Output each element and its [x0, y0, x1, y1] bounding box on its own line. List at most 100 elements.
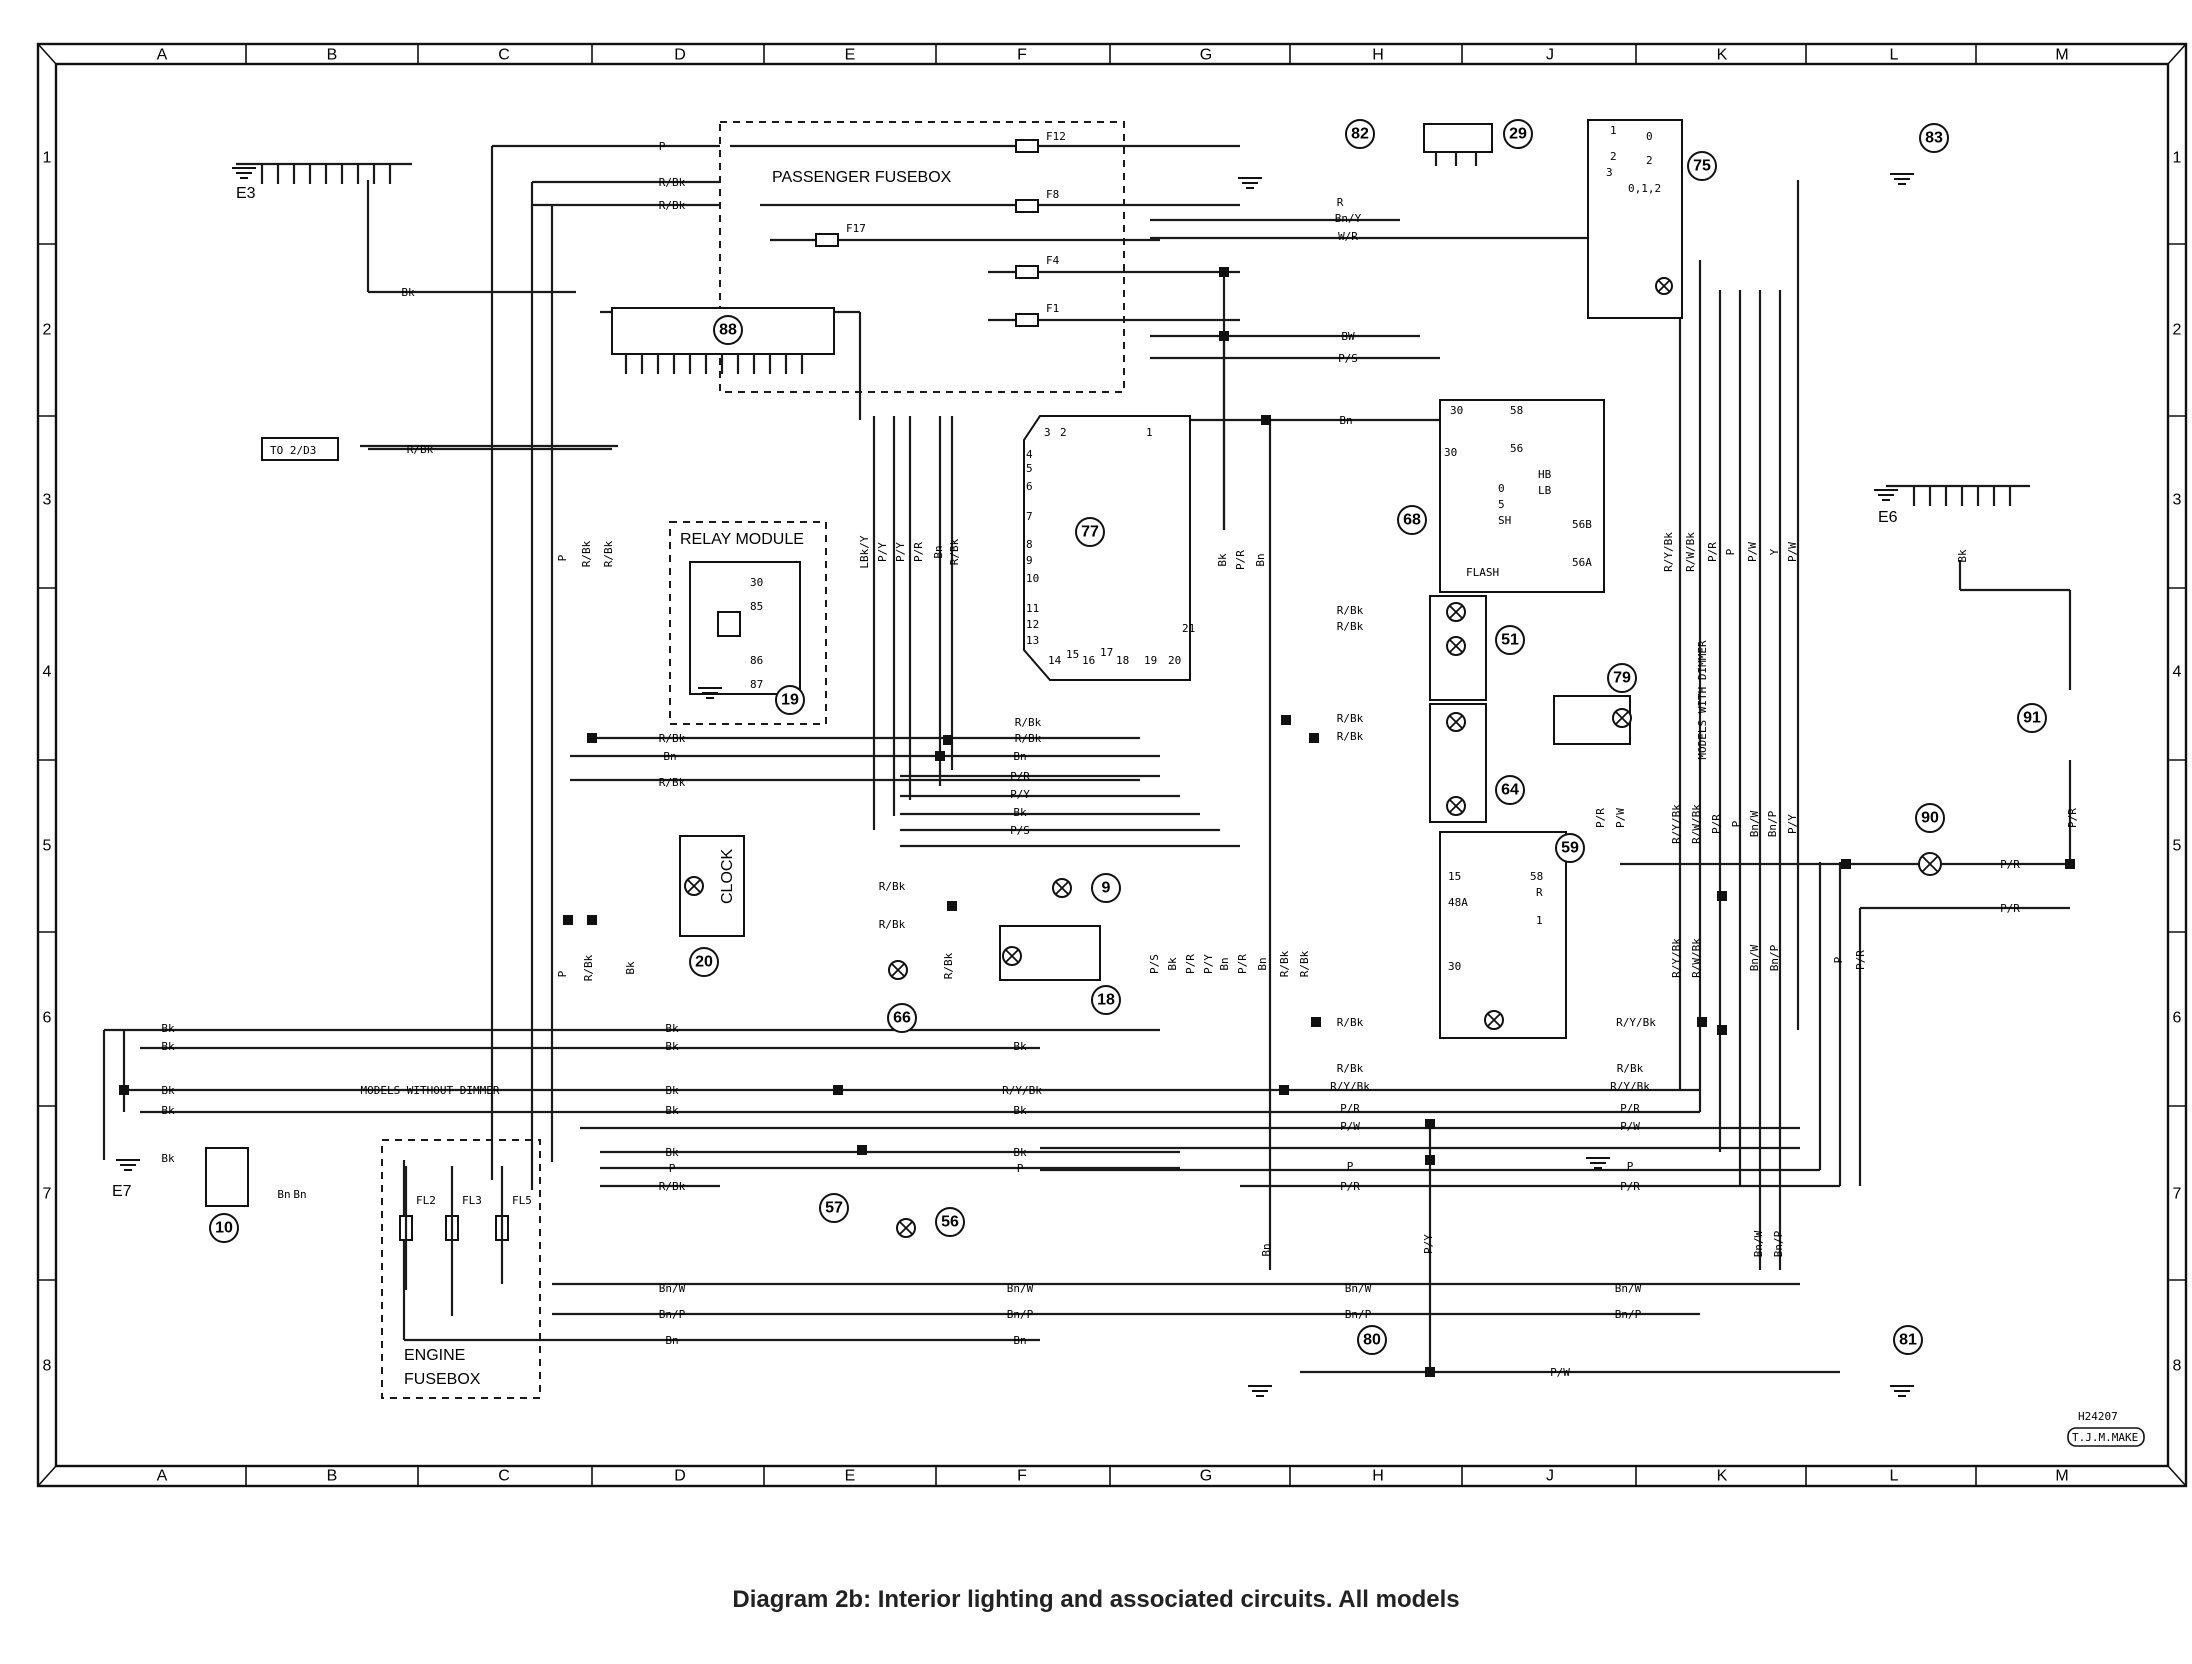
wire-colour-label: R/Bk [582, 954, 595, 981]
signature-stamp: T.J.M.MAKE [2067, 1427, 2145, 1447]
svg-text:48A: 48A [1448, 896, 1468, 909]
wire-colour-label: R/Bk [407, 443, 434, 456]
wire-colour-label: P/R [1236, 954, 1249, 974]
module-77-pin: 18 [1116, 654, 1129, 667]
junction-dot [1279, 1085, 1289, 1095]
module-77-pin: 12 [1026, 618, 1039, 631]
wire-colour-label: P/R [1234, 550, 1247, 570]
wire-colour-label: P [1017, 1162, 1024, 1175]
svg-text:30: 30 [1450, 404, 1463, 417]
junction-dot [563, 915, 573, 925]
component-ref-20: 20 [689, 947, 719, 977]
wire-colour-label: P [669, 1162, 676, 1175]
column-letter: F [1017, 1468, 1027, 1485]
wire-colour-label: R/Y/Bk [1610, 1080, 1650, 1093]
wire-colour-label: Bk [624, 961, 637, 975]
wire-colour-label: R/Bk [580, 540, 593, 567]
component-ref-56: 56 [935, 1207, 965, 1237]
wire-colour-label: Bn/P [659, 1308, 686, 1321]
wire-colour-label: Bk [1013, 806, 1027, 819]
module-77-pin: 2 [1060, 426, 1067, 439]
module-77-pin: 1 [1146, 426, 1153, 439]
junction-dot [1261, 415, 1271, 425]
wire-colour-label: Bn [663, 750, 676, 763]
component-68-switch: 30 58 30 56 HB LB 0 5 SH 56B 56A FLASH [1439, 399, 1605, 593]
wire-colour-label: Bk [665, 1104, 679, 1117]
row-number: 8 [2173, 1358, 2182, 1375]
module-77-pin: 8 [1026, 538, 1033, 551]
junction-dot [833, 1085, 843, 1095]
module-77-pin: 19 [1144, 654, 1157, 667]
wire-colour-label: Bk [1013, 1104, 1027, 1117]
wire-colour-label: P [1730, 820, 1743, 827]
row-number: 8 [43, 1358, 52, 1375]
fuse-fl5: FL5 [512, 1194, 532, 1207]
wire-colour-label: Bn [1339, 414, 1352, 427]
svg-text:90: 90 [1921, 810, 1939, 827]
wire-colour-label: Bn/Y [1335, 212, 1362, 225]
wire-colour-label: R/Bk [948, 538, 961, 565]
junction-dot [1281, 715, 1291, 725]
module-77-pin: 13 [1026, 634, 1039, 647]
wire-colour-label: R/Bk [1337, 712, 1364, 725]
wire-colour-label: R/Y/Bk [1670, 804, 1683, 844]
module-77-pin: 6 [1026, 480, 1033, 493]
wire-colour-label: Bn/P [1007, 1308, 1034, 1321]
wire-colour-label: R [1337, 196, 1344, 209]
wire-colour-label: P/R [1620, 1102, 1640, 1115]
lamp-icon [1446, 796, 1466, 816]
wire-colour-label: W/R [1338, 230, 1358, 243]
svg-text:18: 18 [1097, 992, 1115, 1009]
component-ref-64: 64 [1495, 775, 1525, 805]
junction-dot [1425, 1155, 1435, 1165]
svg-text:5: 5 [1498, 498, 1505, 511]
wire-colour-label: LBk/Y [858, 535, 871, 568]
wire-colour-label: Bn/W [1748, 944, 1761, 971]
svg-text:77: 77 [1081, 524, 1099, 541]
row-number: 7 [43, 1186, 52, 1203]
wire-colour-label: Bn/W [1615, 1282, 1642, 1295]
passenger-fusebox: PASSENGER FUSEBOX [719, 121, 1125, 393]
column-letter: E [845, 1468, 856, 1485]
wire-colour-label: R/Bk [1015, 716, 1042, 729]
svg-text:56A: 56A [1572, 556, 1592, 569]
wire-colour-label: P/R [2066, 808, 2079, 828]
fuse-f17: F17 [846, 222, 866, 235]
row-number: 3 [43, 492, 52, 509]
wire-colour-label: P/Y [894, 542, 907, 562]
svg-text:58: 58 [1510, 404, 1523, 417]
lamp-icon [1446, 602, 1466, 622]
column-letter: A [157, 1468, 168, 1485]
junction-dot [1311, 1017, 1321, 1027]
column-letter: L [1890, 1468, 1899, 1485]
wire-colour-label: Bk [1013, 1146, 1027, 1159]
row-number: 4 [43, 664, 52, 681]
wire-colour-label: R/Bk [1278, 950, 1291, 977]
wire-colour-label: Bk [161, 1152, 175, 1165]
wire-colour-label: Y [1768, 548, 1781, 555]
svg-text:3: 3 [1606, 166, 1613, 179]
row-number: 6 [43, 1010, 52, 1027]
wire-colour-label: P [1832, 956, 1845, 963]
lamp-icon [888, 960, 908, 980]
column-letter: M [2055, 1468, 2068, 1485]
wire-colour-label: P/R [1854, 950, 1867, 970]
lamp-icon [1612, 708, 1632, 728]
component-ref-59: 59 [1555, 833, 1585, 863]
drawing-reference: H24207 [2078, 1410, 2118, 1423]
svg-text:56: 56 [941, 1214, 959, 1231]
component-ref-82: 82 [1345, 119, 1375, 149]
component-59-switch: 15 58 48A R 1 30 [1439, 831, 1567, 1039]
ground-icon [1890, 1385, 1914, 1397]
svg-text:T.J.M.MAKE: T.J.M.MAKE [2072, 1431, 2138, 1444]
component-ref-75: 75 [1687, 151, 1717, 181]
wire-colour-label: R/W/Bk [1690, 938, 1703, 978]
svg-text:0: 0 [1646, 130, 1653, 143]
junction-dot [119, 1085, 129, 1095]
component-ref-80: 80 [1357, 1325, 1387, 1355]
junction-dot [857, 1145, 867, 1155]
module-77-pin: 16 [1082, 654, 1095, 667]
junction-dot [947, 901, 957, 911]
